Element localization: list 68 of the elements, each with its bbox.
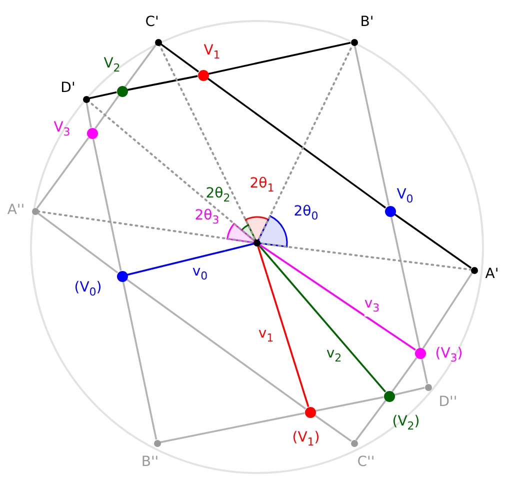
- line-segment: [160, 412, 305, 444]
- line-segment: [86, 102, 92, 128]
- dotted-line: [37, 210, 226, 240]
- line-segment: [94, 94, 120, 130]
- line-segment: [127, 75, 198, 91]
- point-dot: [414, 348, 426, 358]
- angle-label: 2θ$_{2}$: [206, 186, 230, 206]
- point-label: B': [360, 14, 374, 30]
- point-label: (V$_{3}$): [435, 346, 463, 366]
- line-segment: [394, 386, 425, 396]
- point-dot: [82, 96, 90, 102]
- point-dot: [470, 266, 478, 274]
- point-dot: [86, 128, 98, 138]
- point-dot: [198, 70, 208, 80]
- point-label: D': [60, 80, 76, 96]
- point-label: V$_{1}$: [204, 42, 220, 64]
- point-label: B'': [141, 454, 159, 470]
- line-segment: [355, 400, 386, 441]
- point-dot: [32, 208, 38, 214]
- point-dot: [154, 38, 162, 46]
- line-segment: [354, 45, 390, 206]
- line-segment: [315, 396, 384, 412]
- point-dot: [350, 440, 358, 446]
- point-label: (V$_{0}$): [74, 280, 102, 300]
- dotted-line: [288, 246, 472, 271]
- point-dot: [350, 38, 358, 46]
- point-dot: [424, 384, 432, 390]
- line-segment: [37, 212, 118, 274]
- line-segment: [314, 414, 352, 442]
- point-dot: [304, 406, 316, 418]
- point-label: (V$_{1}$): [292, 430, 320, 450]
- angle-label: 2θ$_{0}$: [294, 204, 318, 224]
- line-segment: [206, 78, 386, 208]
- line-segment: [278, 267, 386, 392]
- point-label: A'': [7, 202, 25, 218]
- line-segment: [284, 260, 416, 351]
- line-segment: [208, 42, 351, 75]
- angle-label: 2θ$_{1}$: [250, 176, 274, 196]
- point-label: A': [485, 266, 499, 282]
- line-segment: [126, 278, 306, 410]
- point-label: C'': [357, 454, 375, 470]
- line-segment: [394, 213, 472, 269]
- point-dot: [116, 270, 128, 282]
- point-label: V$_{0}$: [396, 186, 414, 208]
- point-dot: [384, 206, 396, 216]
- line-segment: [122, 281, 158, 440]
- line-segment: [89, 91, 117, 100]
- angle-label: 2θ$_{3}$: [194, 208, 220, 228]
- line-segment: [124, 44, 157, 88]
- line-segment: [92, 138, 122, 271]
- line-segment: [390, 216, 428, 384]
- line-segment: [266, 274, 310, 408]
- point-label: (V$_{2}$): [392, 414, 420, 434]
- line-segment: [391, 356, 418, 392]
- line-segment: [36, 136, 90, 209]
- point-label: C': [145, 14, 159, 30]
- line-segment: [422, 272, 473, 349]
- point-label: V$_{2}$: [104, 56, 120, 76]
- dotted-line: [158, 44, 244, 214]
- point-label: V$_{3}$: [54, 120, 70, 140]
- point-dot: [384, 390, 394, 402]
- line-segment: [127, 250, 226, 276]
- angle-vertex-drawing: [224, 210, 290, 276]
- line-segment: [160, 43, 200, 72]
- point-dot: [154, 440, 160, 446]
- point-dot: [116, 86, 128, 96]
- point-label: D'': [438, 394, 458, 410]
- dotted-line: [88, 100, 233, 223]
